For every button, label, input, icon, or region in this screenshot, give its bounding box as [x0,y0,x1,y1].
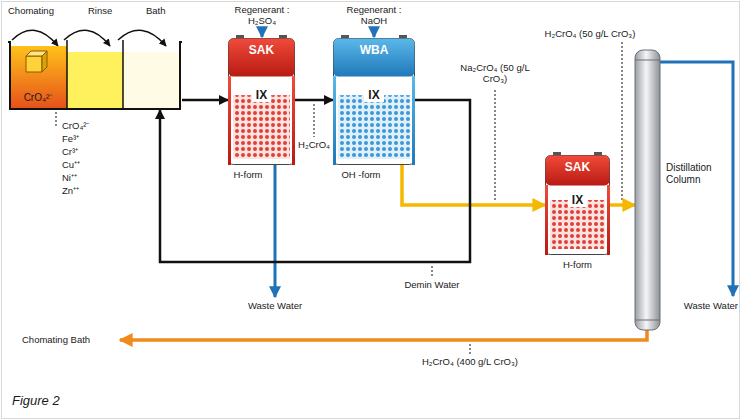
leader-line [56,112,57,128]
regenerant-pipe [261,29,264,37]
annotation: Chomating [8,5,54,16]
sak-column: SAKIXH-form [228,38,295,165]
sak-column: SAKIXH-form [545,155,610,255]
stream-label: H₂CrO₄ (50 g/L CrO₃) [545,28,636,39]
annotation: Bath [146,5,166,16]
annotation: Cr³⁺ [62,146,78,157]
resin-form: H-form [233,169,262,180]
flow-line [295,99,333,102]
annotation: Rinse [88,5,112,16]
flow-line [160,100,470,262]
unit-heading: SAK [545,160,610,174]
regenerant-pipe [373,29,376,37]
unit-heading: WBA [333,43,415,57]
flow-line [182,99,228,102]
annotation: Ni⁺⁺ [62,172,77,183]
annotation: Fe³⁺ [62,133,79,144]
annotation: Zn⁺⁺ [62,185,79,196]
resin-form: OH -form [341,169,380,180]
wba-column: WBAIXOH -form [333,38,415,165]
node-shape [635,50,660,330]
annotation: Waste Water [684,300,738,311]
bath-species: CrO₄²⁻ [24,92,53,104]
figure-caption: Figure 2 [12,393,60,409]
annotation: Cu⁺⁺ [62,159,80,170]
annotation: CrO₄²⁻ [62,120,89,131]
rinse-tanks: CrO₄²⁻ [8,40,182,110]
distillation-column: Distillation Column [635,50,660,330]
product-line [120,330,647,340]
stream-label: Demin Water [404,279,459,290]
waste-pipe [660,62,733,296]
annotation: H₂CrO₄ (400 g/L CrO₃) [422,356,518,367]
resin-label: IX [252,88,271,102]
unit-heading: SAK [228,43,295,57]
resin-form: H-form [563,259,592,270]
resin-label: IX [364,88,383,102]
annotation: Regenerant : NaOH [341,4,407,27]
flow-line [610,203,635,207]
column-label: Distillation Column [666,162,726,186]
waste-pipe [274,165,277,297]
annotation: Regenerant : H₂SO₄ [229,4,295,27]
flow-line [402,165,545,205]
transfer-arcs [12,30,166,46]
annotation: Waste Water [248,300,302,311]
stream-label: Na₂CrO₄ (50 g/L CrO₃) [460,62,530,85]
annotation: Chomating Bath [22,334,90,345]
stream-label: H₂CrO₄ [298,139,330,150]
resin-label: IX [568,193,587,207]
